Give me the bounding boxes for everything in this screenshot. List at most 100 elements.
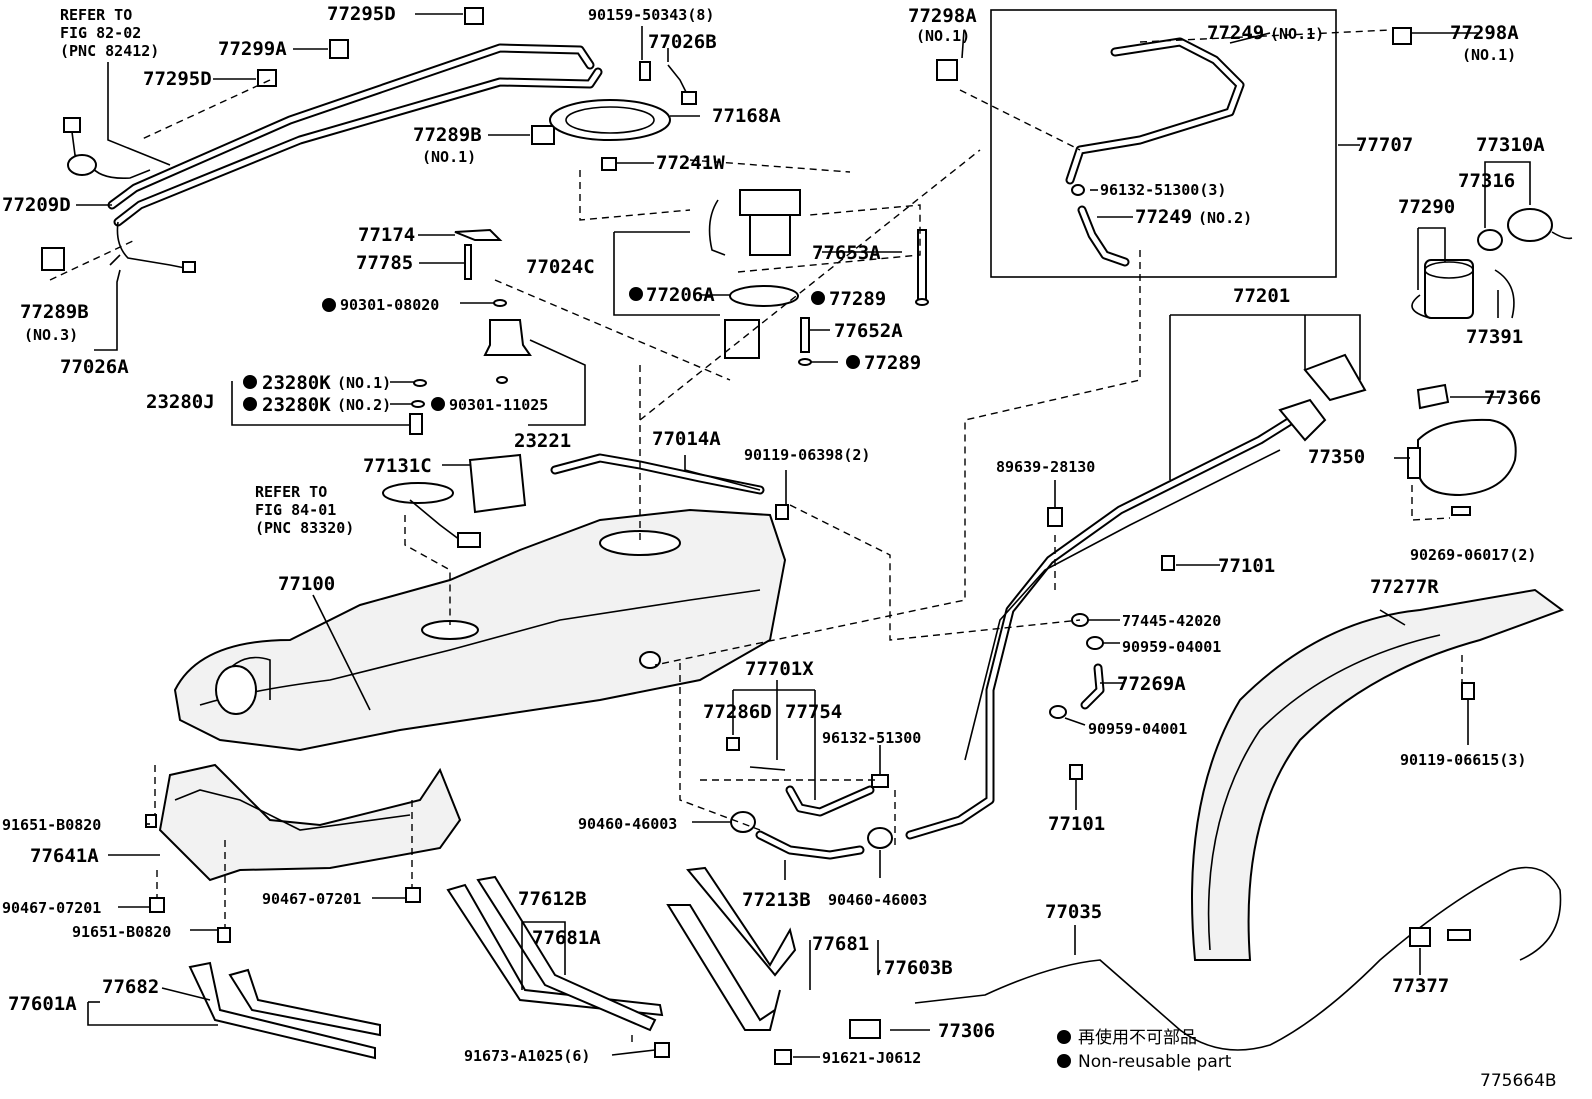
label-77682: 77682 — [102, 976, 159, 998]
filler-pipe-77201 — [905, 353, 1367, 840]
label-77249-no1-sub: (NO.1) — [1270, 25, 1324, 43]
clip-77295D-top — [464, 7, 484, 25]
ring-90301-08020 — [493, 299, 507, 307]
label-77310A: 77310A — [1476, 134, 1545, 156]
sender-and-cover — [382, 453, 527, 548]
label-77298A-left-sub: (NO.1) — [916, 27, 970, 45]
inlet-77290 — [1424, 259, 1474, 319]
rod-77653A — [917, 229, 927, 301]
legend-jp-text: 再使用不可部品 — [1078, 1027, 1197, 1048]
ring-77289-a — [915, 298, 929, 306]
cable-end — [1447, 929, 1471, 941]
strap-77682 — [228, 968, 381, 1037]
label-90467-b: 90467-07201 — [262, 890, 361, 908]
label-90460-b: 90460-46003 — [828, 891, 927, 909]
clip-77295D-left — [257, 69, 277, 87]
label-90460-a: 90460-46003 — [578, 815, 677, 833]
label-90959-b: 90959-04001 — [1088, 720, 1187, 738]
label-77026A: 77026A — [60, 356, 129, 378]
cup-23221 — [483, 319, 532, 356]
label-77298A-left: 77298A — [908, 5, 977, 27]
label-77707: 77707 — [1356, 134, 1413, 156]
label-77350: 77350 — [1308, 446, 1365, 468]
label-77286D: 77286D — [703, 701, 772, 723]
bracket-77174 — [454, 228, 503, 241]
clamp-90460-b — [867, 827, 893, 849]
label-23280J: 23280J — [146, 391, 215, 413]
label-77035: 77035 — [1045, 901, 1102, 923]
refer-top-l2: FIG 82-02 — [60, 24, 141, 42]
refer-top-l3: (PNC 82412) — [60, 42, 159, 60]
refer-mid-l1: REFER TO — [255, 483, 327, 501]
label-77289B-no1: 77289B — [413, 124, 482, 146]
rod-77652A — [800, 317, 810, 353]
label-77641A: 77641A — [30, 845, 99, 867]
label-77249-no2: 77249 — [1135, 206, 1192, 228]
label-90119-06398: 90119-06398(2) — [744, 446, 870, 464]
fuel-door-77350 — [1417, 418, 1517, 497]
refer-mid-l2: FIG 84-01 — [255, 501, 336, 519]
fuel-tank-77100 — [173, 508, 787, 752]
label-77174: 77174 — [358, 224, 415, 246]
label-77026B: 77026B — [648, 31, 717, 53]
ring-23280K-no2 — [411, 400, 425, 408]
rod-77785 — [464, 244, 472, 280]
label-90159: 90159-50343(8) — [588, 6, 714, 24]
label-77603B: 77603B — [884, 957, 953, 979]
label-90119-06615: 90119-06615(3) — [1400, 751, 1526, 769]
strap-77681 — [666, 904, 781, 1031]
legend-dot-jp — [1057, 1030, 1071, 1044]
label-77289B-no1-sub: (NO.1) — [422, 148, 476, 166]
label-77269A: 77269A — [1117, 673, 1186, 695]
label-77209D: 77209D — [2, 194, 71, 216]
legend-en-text: Non-reusable part — [1078, 1052, 1232, 1072]
clip-77286D — [726, 737, 740, 751]
label-90301-11025: 90301-11025 — [449, 396, 548, 414]
label-77295D-top: 77295D — [327, 3, 396, 25]
refer-mid-l3: (PNC 83320) — [255, 519, 354, 537]
label-77785: 77785 — [356, 252, 413, 274]
screw-90269 — [1451, 506, 1471, 516]
clip-77241W — [601, 157, 617, 171]
label-77290: 77290 — [1398, 196, 1455, 218]
grommet — [67, 154, 97, 176]
refer-top-l1: REFER TO — [60, 6, 132, 24]
non-reusable-dot — [811, 291, 825, 305]
non-reusable-dot — [322, 298, 336, 312]
strap-77601A — [188, 961, 376, 1060]
bolt-91651-b — [217, 927, 231, 943]
harness-77026B — [681, 91, 697, 105]
hose-group-77701X — [726, 737, 893, 860]
connector-plug — [63, 117, 81, 133]
label-77014A: 77014A — [652, 428, 721, 450]
label-77701X: 77701X — [745, 658, 814, 680]
non-reusable-dot — [431, 397, 445, 411]
clip-77298A-left — [936, 59, 958, 81]
label-77754: 77754 — [785, 701, 842, 723]
filler-neck — [1278, 398, 1327, 442]
bolt-91651-a — [145, 814, 157, 828]
bolt-91673 — [654, 1042, 670, 1058]
label-77101-b: 77101 — [1048, 813, 1105, 835]
hose-group-77269A — [1049, 613, 1105, 719]
label-77289B-no3: 77289B — [20, 301, 89, 323]
clip-77377 — [1409, 927, 1431, 947]
cover-77131C — [468, 453, 527, 514]
label-77306: 77306 — [938, 1020, 995, 1042]
fuel-cap-group — [1411, 208, 1573, 319]
label-90467-a: 90467-07201 — [2, 899, 101, 917]
label-23280K-no2: 23280K — [262, 394, 331, 416]
legend: 再使用不可部品 Non-reusable part — [1057, 1027, 1232, 1072]
strap-77612B — [446, 883, 664, 1017]
clamp-96132-3 — [1071, 184, 1085, 196]
label-23280K-no1-sub: (NO.1) — [337, 374, 391, 392]
label-77652A: 77652A — [834, 320, 903, 342]
ring-23280K-no1 — [413, 379, 427, 387]
label-77249-no2-sub: (NO.2) — [1198, 209, 1252, 227]
protector-77201 — [1303, 353, 1367, 402]
label-77024C: 77024C — [526, 256, 595, 278]
label-77298A-right: 77298A — [1450, 22, 1519, 44]
label-77206A: 77206A — [646, 284, 715, 306]
label-77653A: 77653A — [812, 242, 881, 264]
